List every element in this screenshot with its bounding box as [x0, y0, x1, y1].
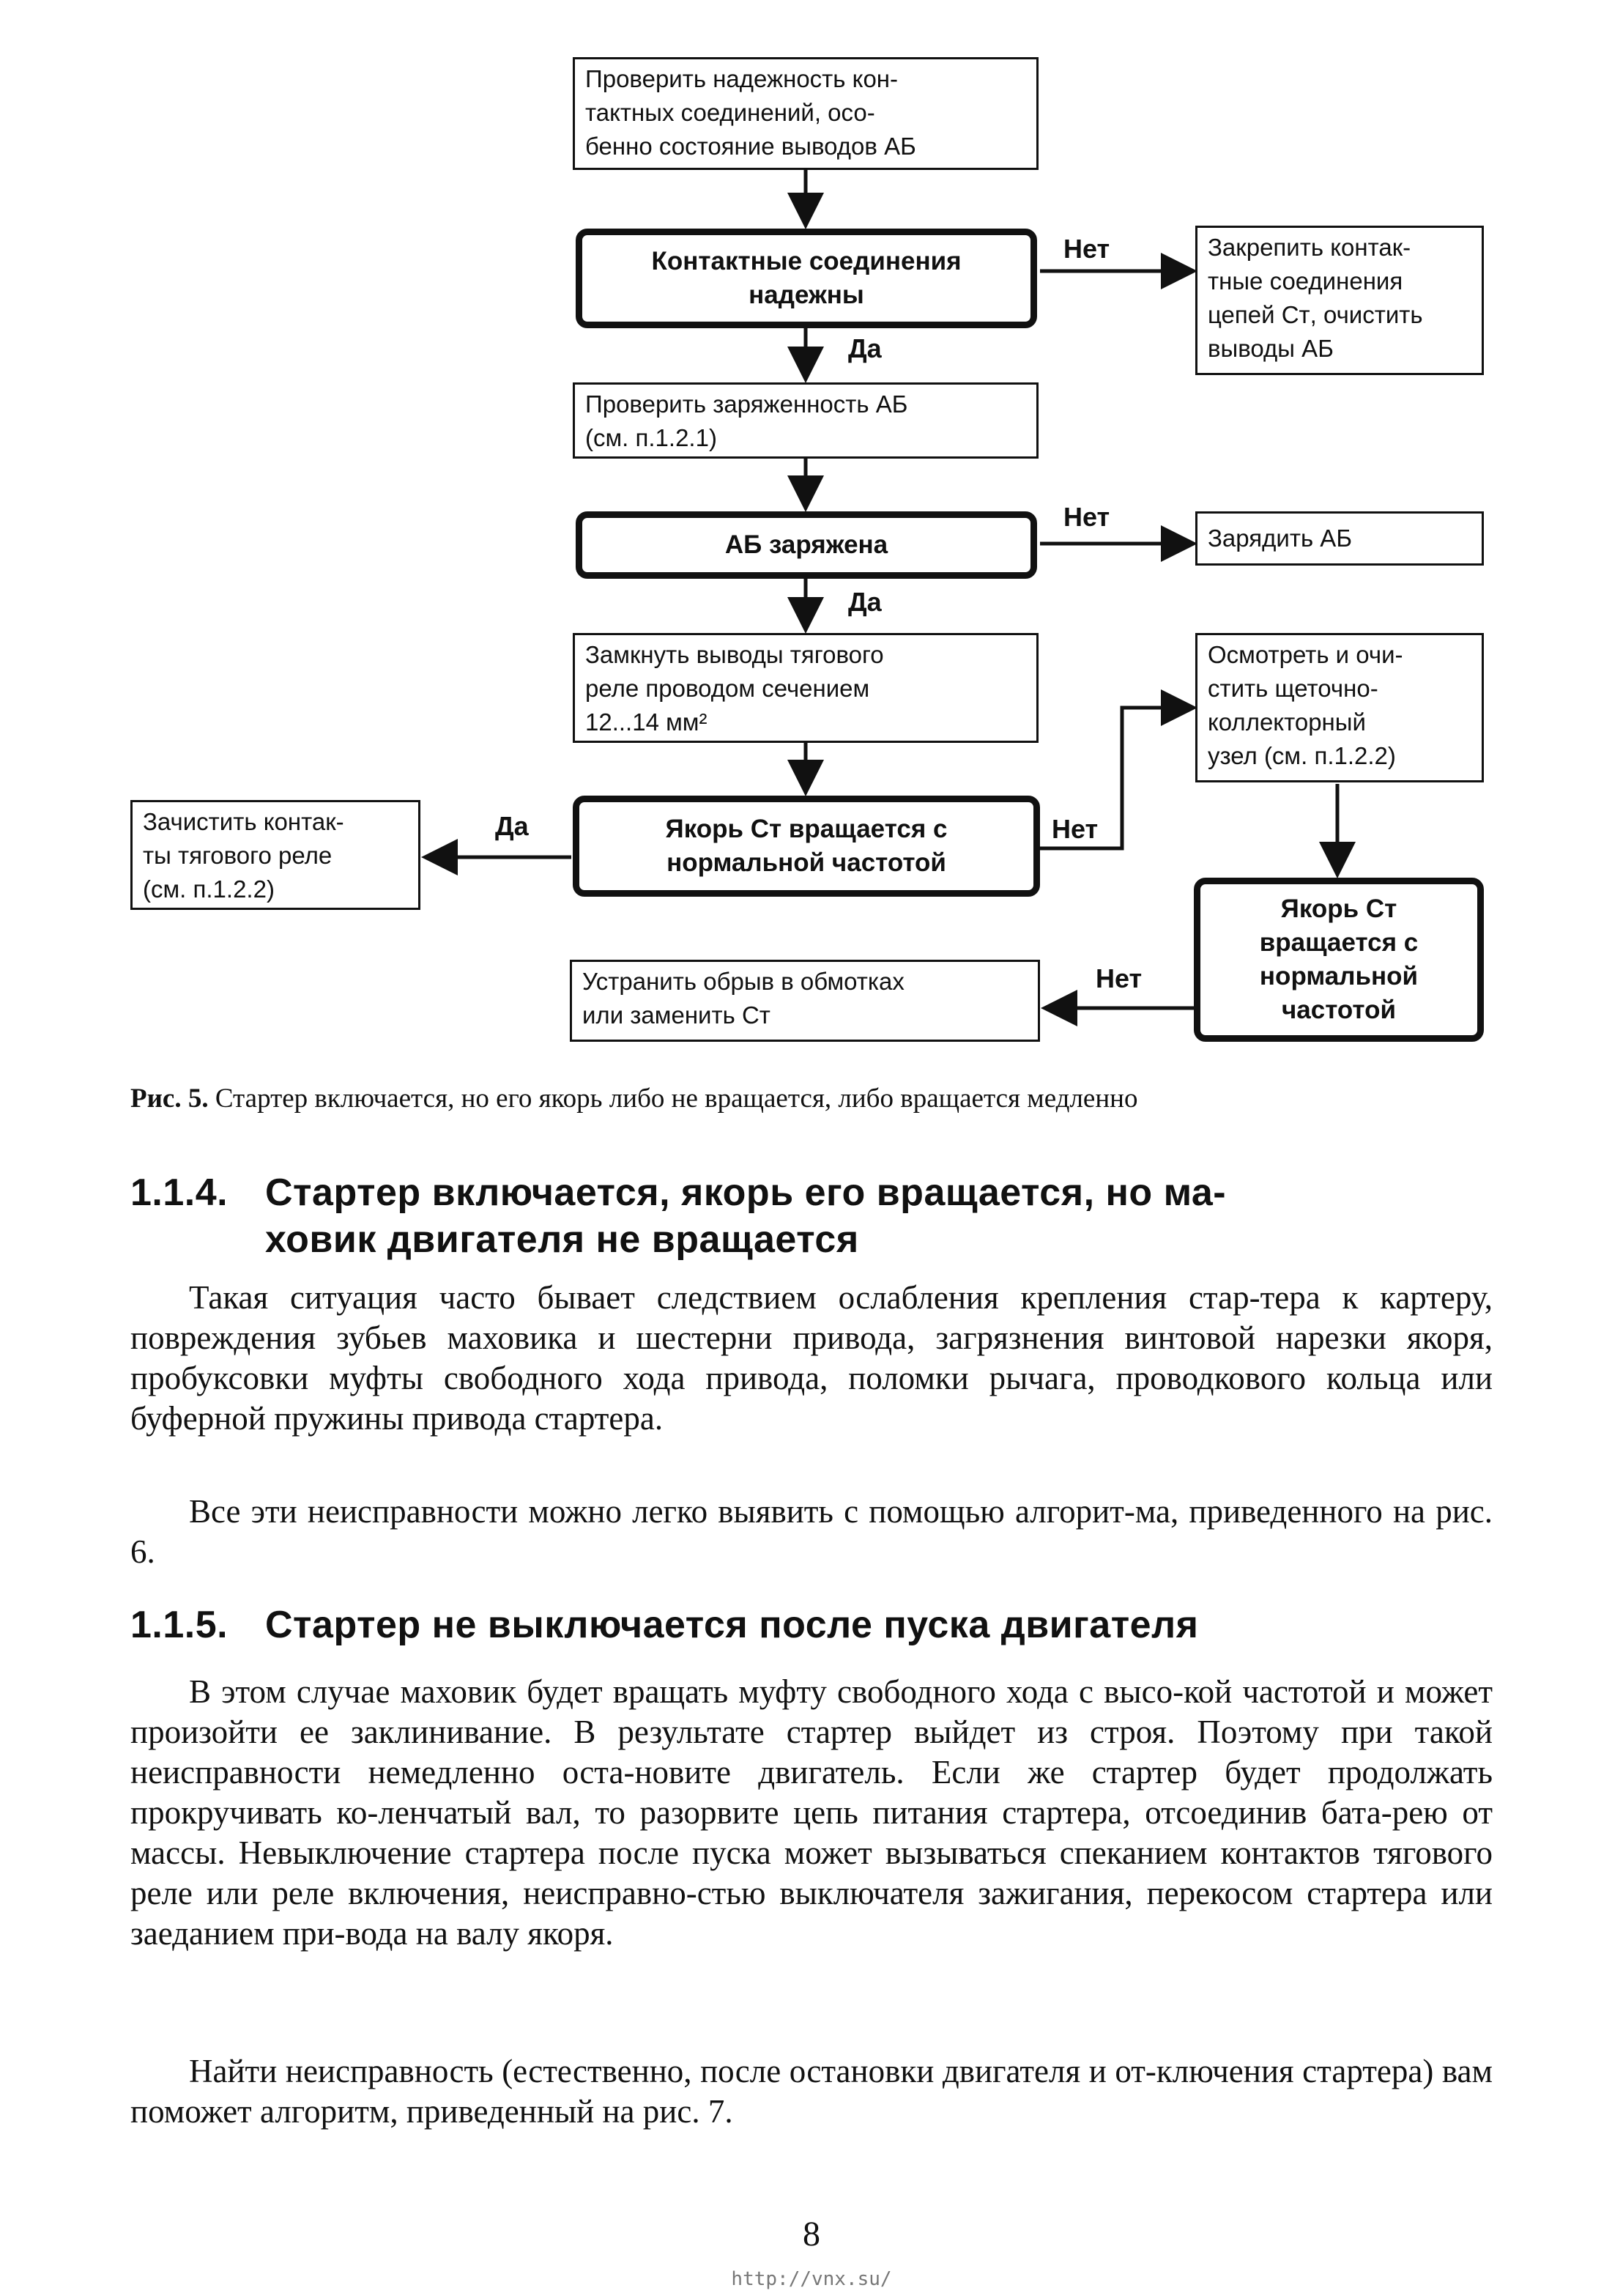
section-115-paragraph-2: Найти неисправность (естественно, после … — [130, 2053, 1493, 2130]
box-charge-battery: Зарядить АБ — [1195, 511, 1484, 566]
label-no-1: Нет — [1063, 234, 1110, 264]
section-114-number: 1.1.4. — [130, 1171, 229, 1214]
figure-caption: Рис. 5. Стартер включается, но его якорь… — [130, 1080, 1493, 1118]
decision-contacts-reliable: Контактные соединения надежны — [576, 229, 1037, 328]
box-check-charge: Проверить заряженность АБ (см. п.1.2.1) — [573, 382, 1039, 459]
arrow-no-3 — [1040, 689, 1197, 851]
source-url: http://vnx.su/ — [731, 2268, 892, 2290]
figure-caption-text: Стартер включается, но его якорь либо не… — [208, 1084, 1138, 1114]
section-115-paragraph-1: В этом случае маховик будет вращать муфт… — [130, 1673, 1493, 1952]
section-115-heading: 1.1.5. Стартер не выключается после пуск… — [130, 1601, 1493, 1653]
box-inspect-brushes: Осмотреть и очи- стить щеточно- коллекто… — [1195, 633, 1484, 782]
flowchart: Проверить надежность кон- тактных соедин… — [0, 0, 1623, 1084]
box-check-contacts: Проверить надежность кон- тактных соедин… — [573, 57, 1039, 170]
box-fix-winding: Устранить обрыв в обмотках или заменить … — [570, 960, 1040, 1042]
section-114-heading: 1.1.4. Стартер включается, якорь его вра… — [130, 1169, 1493, 1264]
section-114-title: Стартер включается, якорь его вращается,… — [265, 1171, 1227, 1261]
label-yes-1: Да — [848, 333, 882, 363]
box-clean-relay-contacts: Зачистить контак- ты тягового реле (см. … — [130, 800, 420, 910]
box-fix-contacts: Закрепить контак- тные соединения цепей … — [1195, 226, 1484, 375]
page-number: 8 — [803, 2215, 820, 2254]
label-no-4: Нет — [1096, 963, 1143, 993]
section-114-paragraph-1: Такая ситуация часто бывает следствием о… — [130, 1279, 1493, 1437]
section-114-paragraph-2: Все эти неисправности можно легко выявит… — [130, 1493, 1493, 1570]
label-no-2: Нет — [1063, 502, 1110, 532]
decision-armature-speed-2: Якорь Сᴛ вращается с нормальной частотой — [1194, 878, 1484, 1042]
label-no-3: Нет — [1052, 814, 1099, 844]
decision-battery-charged: АБ заряжена — [576, 511, 1037, 579]
label-yes-3: Да — [495, 811, 529, 841]
section-115-number: 1.1.5. — [130, 1604, 229, 1646]
label-yes-2: Да — [848, 587, 882, 617]
decision-armature-speed: Якорь Сᴛ вращается с нормальной частотой — [573, 796, 1040, 897]
figure-caption-label: Рис. 5. — [130, 1084, 209, 1114]
box-short-terminals: Замкнуть выводы тягового реле проводом с… — [573, 633, 1039, 743]
section-115-title: Стартер не выключается после пуска двига… — [265, 1604, 1199, 1646]
flowchart-connectors — [421, 170, 1356, 1026]
